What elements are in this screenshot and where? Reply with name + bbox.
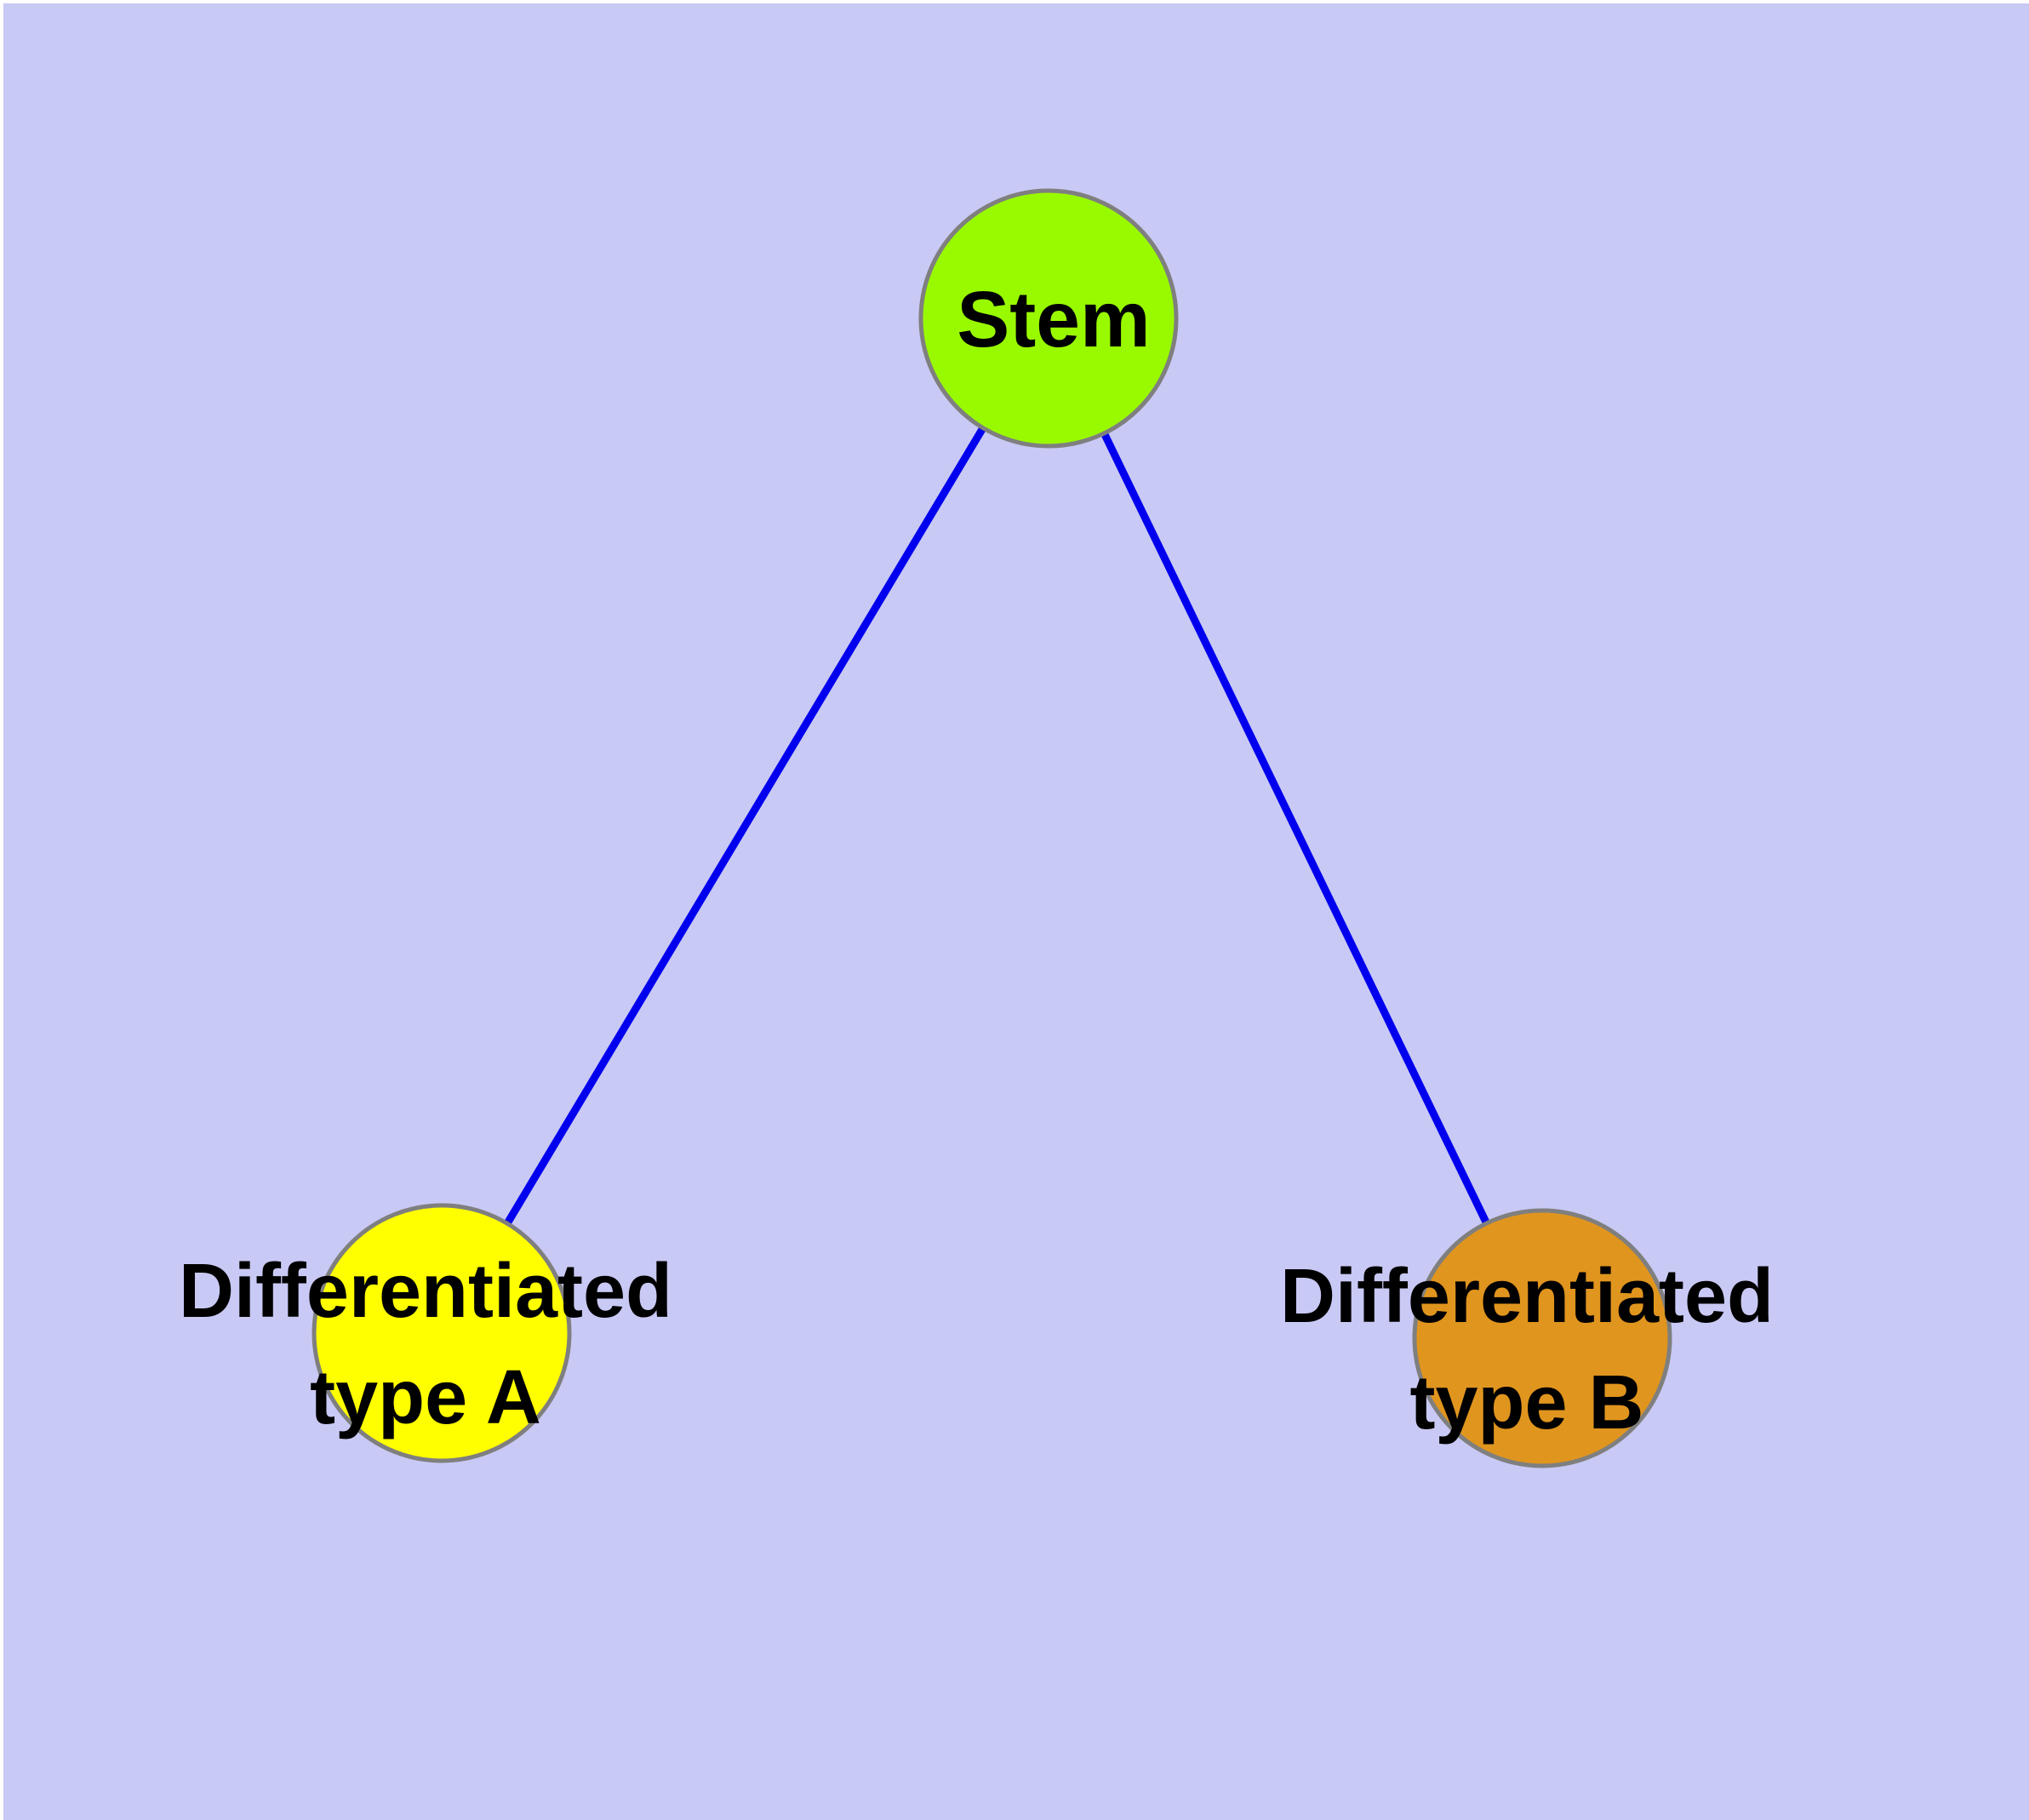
node-label-type-a-line1: Differentiated xyxy=(179,1249,672,1334)
node-label-type-b-line1: Differentiated xyxy=(1280,1254,1774,1339)
node-label-stem: Stem xyxy=(957,275,1150,363)
node-circle-type-a xyxy=(311,1203,572,1463)
edge-stem-to-type-b xyxy=(1044,317,1546,1340)
edge-stem-to-type-a xyxy=(438,316,1052,1336)
node-circle-type-b xyxy=(1412,1208,1672,1468)
node-label-type-b-line2: type B xyxy=(1409,1360,1643,1445)
node-label-type-a-line2: type A xyxy=(310,1355,541,1440)
node-circle-stem xyxy=(918,188,1179,449)
